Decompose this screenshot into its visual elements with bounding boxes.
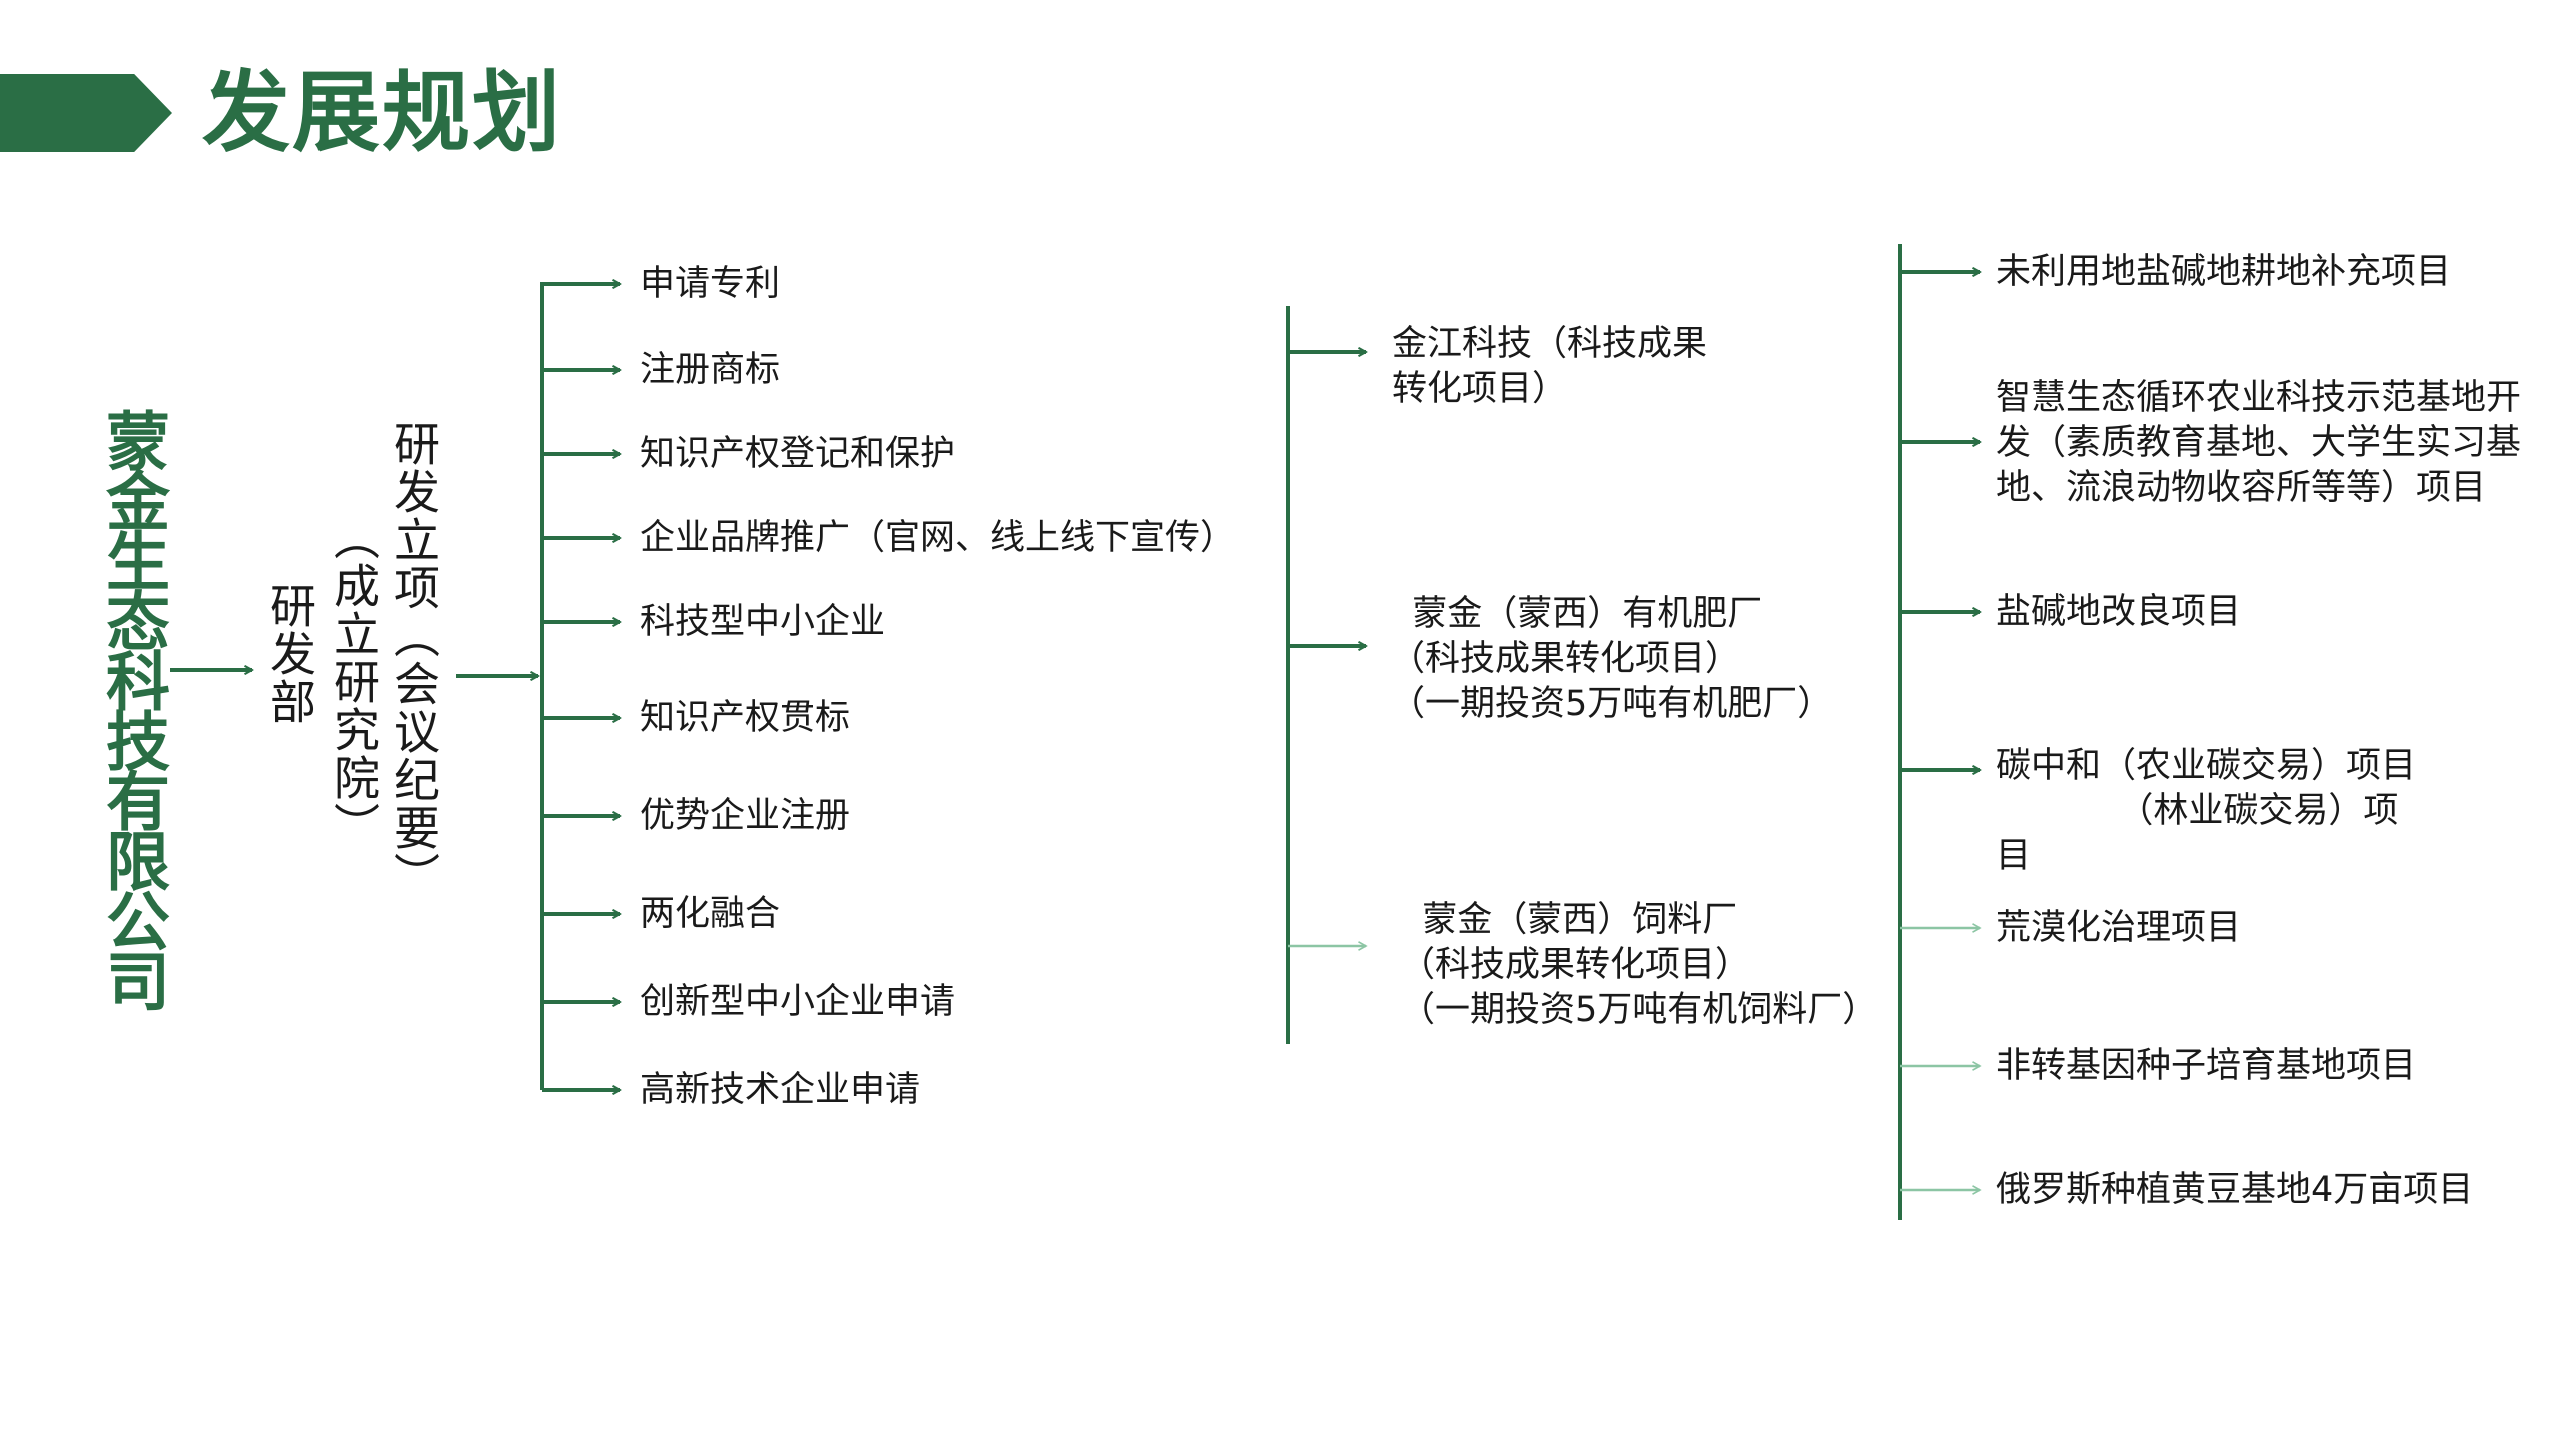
col2-item-fertilizer-plant: 蒙金（蒙西）有机肥厂 （科技成果转化项目） （一期投资5万吨有机肥厂） bbox=[1390, 592, 1832, 727]
col3-item-carbon-line-3: 目 bbox=[1996, 836, 2032, 876]
col3-item-non-gmo-seed: 非转基因种子培育基地项目 bbox=[1996, 1044, 2416, 1089]
col2-item-feed-line-3: （一期投资5万吨有机饲料厂） bbox=[1400, 990, 1878, 1030]
col3-item-smart-line-2: 发（素质教育基地、大学生实习基 bbox=[1996, 423, 2522, 463]
col2-item-jinjiang: 金江科技（科技成果 转化项目） bbox=[1392, 322, 1707, 412]
col3-item-saline-improvement: 盐碱地改良项目 bbox=[1996, 590, 2241, 635]
col1-item-patent: 申请专利 bbox=[640, 264, 781, 304]
company-name: 蒙金生态科技有限公司 bbox=[95, 408, 169, 1008]
col2-item-jinjiang-line-1: 金江科技（科技成果 bbox=[1392, 324, 1708, 364]
col2-item-feed-line-2: （科技成果转化项目） bbox=[1400, 945, 1751, 985]
col3-item-unused-land-line-1: 未利用地盐碱地耕地补充项目 bbox=[1996, 252, 2452, 292]
col3-item-unused-land: 未利用地盐碱地耕地补充项目 bbox=[1996, 250, 2451, 295]
col2-item-feed-plant: 蒙金（蒙西）饲料厂 （科技成果转化项目） （一期投资5万吨有机饲料厂） bbox=[1400, 898, 1877, 1033]
col3-item-russia-line-1: 俄罗斯种植黄豆基地4万亩项目 bbox=[1996, 1170, 2474, 1210]
col1-item-brand-promotion: 企业品牌推广（官网、线上线下宣传） bbox=[640, 518, 1236, 558]
col1-item-tech-sme: 科技型中小企业 bbox=[640, 602, 886, 642]
col3-item-carbon-line-2: （林业碳交易）项 bbox=[1996, 791, 2399, 831]
col2-item-jinjiang-line-2: 转化项目） bbox=[1392, 369, 1568, 409]
col1-item-trademark: 注册商标 bbox=[640, 350, 781, 390]
col3-item-desertification: 荒漠化治理项目 bbox=[1996, 906, 2241, 951]
col3-item-carbon-neutral: 碳中和（农业碳交易）项目 （林业碳交易）项 目 bbox=[1996, 744, 2416, 879]
col1-item-ip-standard: 知识产权贯标 bbox=[640, 698, 851, 738]
col1-item-innovative-sme: 创新型中小企业申请 bbox=[640, 982, 956, 1022]
institute-name: （成立研究院） bbox=[327, 514, 381, 850]
col2-item-fertilizer-line-2: （科技成果转化项目） bbox=[1390, 639, 1741, 679]
col3-item-saline-line-1: 盐碱地改良项目 bbox=[1996, 592, 2242, 632]
col3-item-seed-line-1: 非转基因种子培育基地项目 bbox=[1996, 1046, 2417, 1086]
col3-item-smart-line-3: 地、流浪动物收容所等等）项目 bbox=[1996, 468, 2487, 508]
col3-item-carbon-line-1: 碳中和（农业碳交易）项目 bbox=[1996, 746, 2417, 786]
col1-item-advantage-enterprise: 优势企业注册 bbox=[640, 796, 851, 836]
col3-item-desert-line-1: 荒漠化治理项目 bbox=[1996, 908, 2242, 948]
col2-item-fertilizer-line-3: （一期投资5万吨有机肥厂） bbox=[1390, 684, 1833, 724]
page-title: 发展规划 bbox=[202, 61, 563, 164]
col3-item-smart-line-1: 智慧生态循环农业科技示范基地开 bbox=[1996, 378, 2522, 418]
col1-item-ip-registration: 知识产权登记和保护 bbox=[640, 434, 956, 474]
header-arrow-shape bbox=[0, 74, 172, 152]
project-name: 研发立项（会议纪要） bbox=[387, 420, 441, 900]
col3-item-russia-soybean: 俄罗斯种植黄豆基地4万亩项目 bbox=[1996, 1168, 2473, 1213]
col1-item-high-tech: 高新技术企业申请 bbox=[640, 1070, 921, 1110]
col1-item-two-integration: 两化融合 bbox=[640, 894, 781, 934]
col2-item-feed-line-1: 蒙金（蒙西）饲料厂 bbox=[1400, 900, 1738, 940]
col2-item-fertilizer-line-1: 蒙金（蒙西）有机肥厂 bbox=[1390, 594, 1763, 634]
col3-item-smart-agriculture: 智慧生态循环农业科技示范基地开 发（素质教育基地、大学生实习基 地、流浪动物收容… bbox=[1996, 376, 2521, 511]
dept-name: 研发部 bbox=[263, 582, 317, 726]
